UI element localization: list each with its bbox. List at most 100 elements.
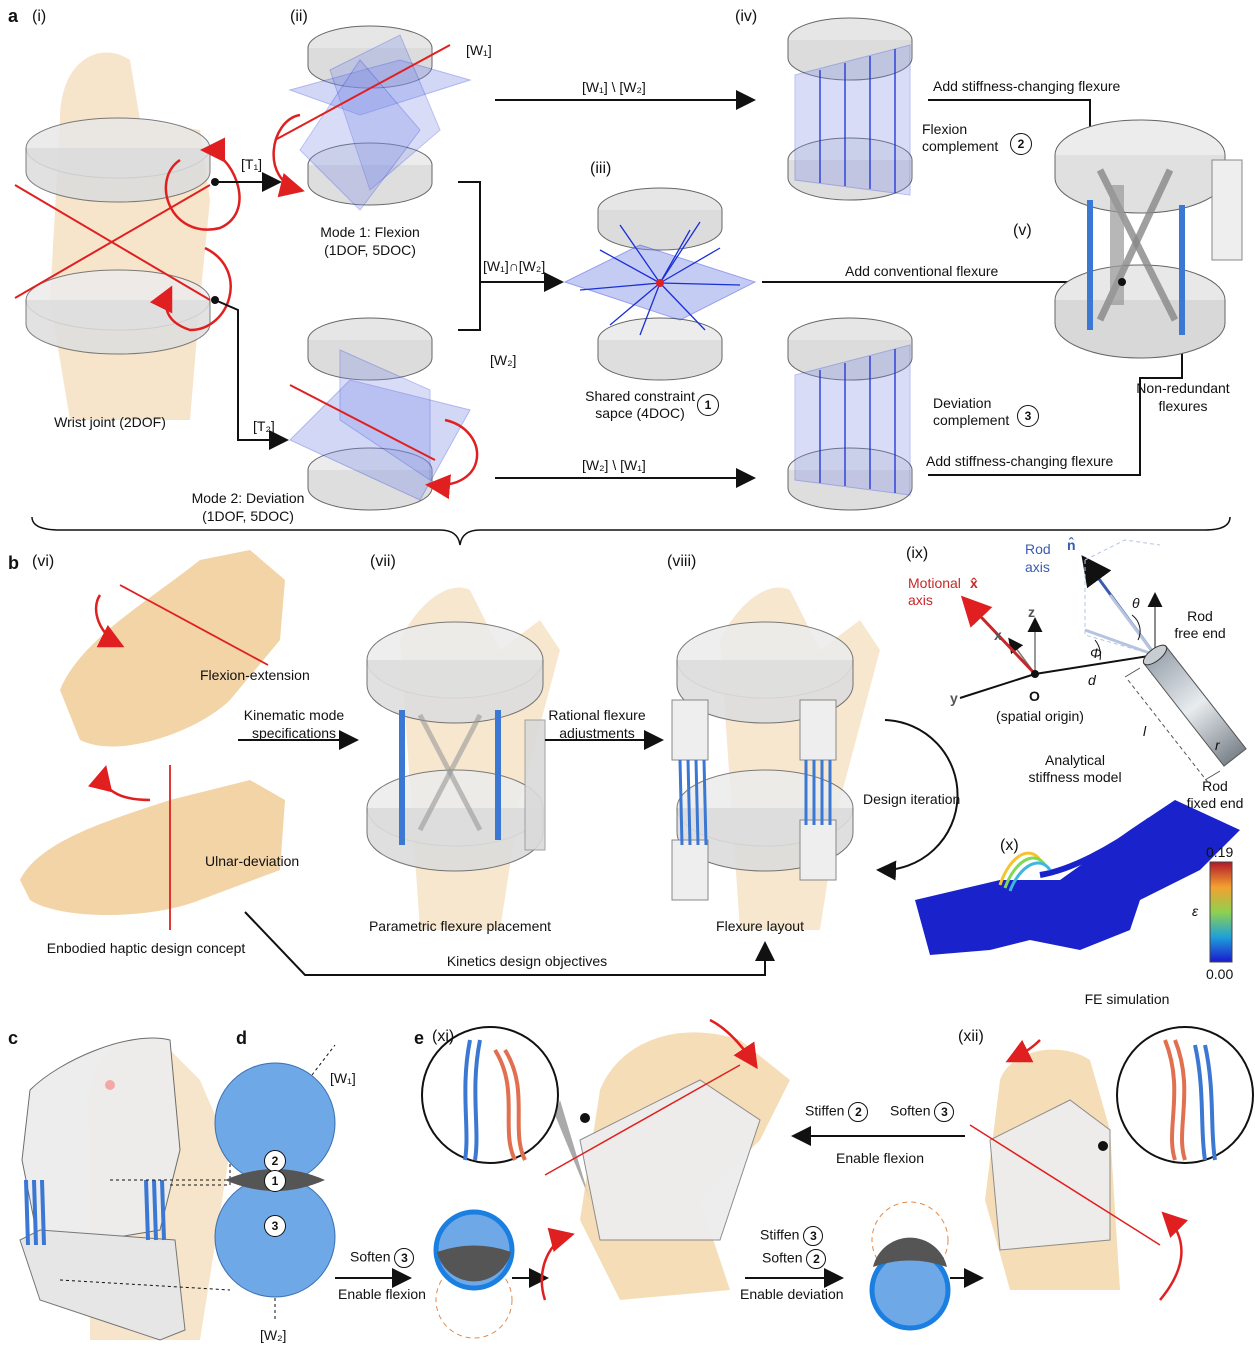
rod-fixed-1: Rod — [1202, 778, 1228, 794]
n-hat: n̂ — [1067, 537, 1076, 553]
flexure-layout-illustration — [672, 587, 880, 930]
label-i: (i) — [32, 8, 46, 26]
origin-label: (spatial origin) — [996, 708, 1084, 724]
analytical-2: stiffness model — [1028, 769, 1121, 785]
e-enable-deviation: Enable deviation — [740, 1286, 844, 1302]
colorbar — [1210, 862, 1232, 962]
label-iii: (iii) — [590, 160, 611, 178]
parametric-placement-illustration — [367, 587, 560, 930]
venn-n2: 2 — [264, 1150, 286, 1172]
fe-simulation-illustration — [915, 800, 1240, 962]
panel-label-b: b — [8, 553, 19, 574]
x-hat: x̂ — [970, 575, 978, 591]
label-v: (v) — [1013, 222, 1032, 240]
w1-cap-w2: [W₁]∩[W₂] — [483, 258, 545, 274]
mode1-title: Mode 1: Flexion — [320, 224, 420, 240]
deviation-comp-2: complement — [933, 412, 1009, 428]
mode2-deviation-illustration — [290, 318, 477, 510]
flexion-num: 2 — [1010, 133, 1032, 155]
param-label: Parametric flexure placement — [369, 918, 551, 934]
label-viii: (viii) — [667, 553, 696, 571]
phi: Φ — [1090, 645, 1102, 661]
epsilon-label: ε — [1192, 903, 1198, 919]
kinetics-label: Kinetics design objectives — [447, 953, 607, 969]
e-enable-flexion-left: Enable flexion — [338, 1286, 426, 1302]
shared-constraint-illustration — [565, 188, 755, 380]
r-label: r — [1215, 737, 1220, 753]
flexion-comp-1: Flexion — [922, 121, 967, 137]
nonred-1: Non-redundant — [1136, 380, 1229, 396]
colorbar-max: 0.19 — [1206, 844, 1233, 860]
deviation-comp-1: Deviation — [933, 395, 991, 411]
flexion-complement-illustration — [788, 18, 912, 200]
deviation-num: 3 — [1017, 405, 1039, 427]
nonred-2: flexures — [1158, 398, 1207, 414]
rod-free-2: free end — [1174, 625, 1225, 641]
mode1-sub: (1DOF, 5DOC) — [324, 242, 416, 258]
label-xii: (xii) — [958, 1028, 984, 1046]
panel-label-d: d — [236, 1028, 247, 1049]
rod-axis-2: axis — [1025, 559, 1050, 575]
shared-title: Shared constraint — [585, 388, 695, 404]
flexion-comp-2: complement — [922, 138, 998, 154]
mode2-sub: (1DOF, 5DOC) — [202, 508, 294, 524]
layout-label: Flexure layout — [716, 918, 804, 934]
shared-num: 1 — [697, 394, 719, 416]
e-enable-flexion-top: Enable flexion — [836, 1150, 924, 1166]
add-stiff-bottom: Add stiffness-changing flexure — [926, 453, 1113, 469]
venn-n1: 1 — [264, 1170, 286, 1192]
state-flexion-circle — [436, 1212, 512, 1338]
y-label: y — [950, 690, 958, 706]
label-vii: (vii) — [370, 553, 396, 571]
panel-label-a: a — [8, 6, 18, 27]
w2-minus-w1: [W₂] \ [W₁] — [582, 457, 646, 473]
w2-label: [W₂] — [490, 352, 516, 368]
label-iv: (iv) — [735, 8, 757, 26]
assembled-mechanism-illustration — [1055, 120, 1242, 358]
e-stiffen-top: Stiffen2 — [805, 1102, 868, 1122]
label-vi: (vi) — [32, 553, 54, 571]
venn-n3: 3 — [264, 1215, 286, 1237]
rod-fixed-2: fixed end — [1187, 795, 1244, 811]
rod-axis-1: Rod — [1025, 541, 1051, 557]
shared-sub: sapce (4DOC) — [595, 405, 684, 421]
colorbar-min: 0.00 — [1206, 966, 1233, 982]
deviation-complement-illustration — [788, 318, 912, 510]
design-iteration: Design iteration — [863, 791, 960, 807]
kin-spec-2: specifications — [252, 725, 336, 741]
l-label: l — [1143, 723, 1146, 739]
motional-1: Motional — [908, 575, 961, 591]
embodied-label: Enbodied haptic design concept — [47, 940, 245, 956]
mode1-flexion-illustration — [274, 26, 470, 210]
rational-2: adjustments — [559, 725, 634, 741]
ulnar-deviation: Ulnar-deviation — [205, 853, 299, 869]
o-label: O — [1029, 688, 1040, 704]
rational-1: Rational flexure — [548, 707, 645, 723]
label-ix: (ix) — [906, 545, 928, 563]
label-x: (x) — [1000, 837, 1019, 855]
d-label: d — [1088, 672, 1096, 688]
analytical-1: Analytical — [1045, 752, 1105, 768]
rod-free-1: Rod — [1187, 608, 1213, 624]
z-label: z — [1028, 604, 1035, 620]
add-stiff-top: Add stiffness-changing flexure — [933, 78, 1120, 94]
device-illustration — [20, 1038, 230, 1340]
fe-sim-label: FE simulation — [1085, 991, 1170, 1007]
label-xi: (xi) — [432, 1028, 454, 1046]
panel-label-c: c — [8, 1028, 18, 1049]
e-soften-mid: Soften2 — [762, 1249, 826, 1269]
kin-spec-1: Kinematic mode — [244, 707, 344, 723]
mode2-title: Mode 2: Deviation — [192, 490, 305, 506]
wrist-joint-illustration — [15, 53, 239, 421]
xii-device-illustration — [970, 1027, 1253, 1300]
t2-label: [T₂] — [253, 418, 275, 434]
theta: θ — [1132, 595, 1140, 611]
venn-w1: [W₁] — [330, 1070, 356, 1086]
wrist-label: Wrist joint (2DOF) — [54, 414, 166, 430]
motional-2: axis — [908, 592, 933, 608]
t1-label: [T₁] — [241, 156, 262, 172]
